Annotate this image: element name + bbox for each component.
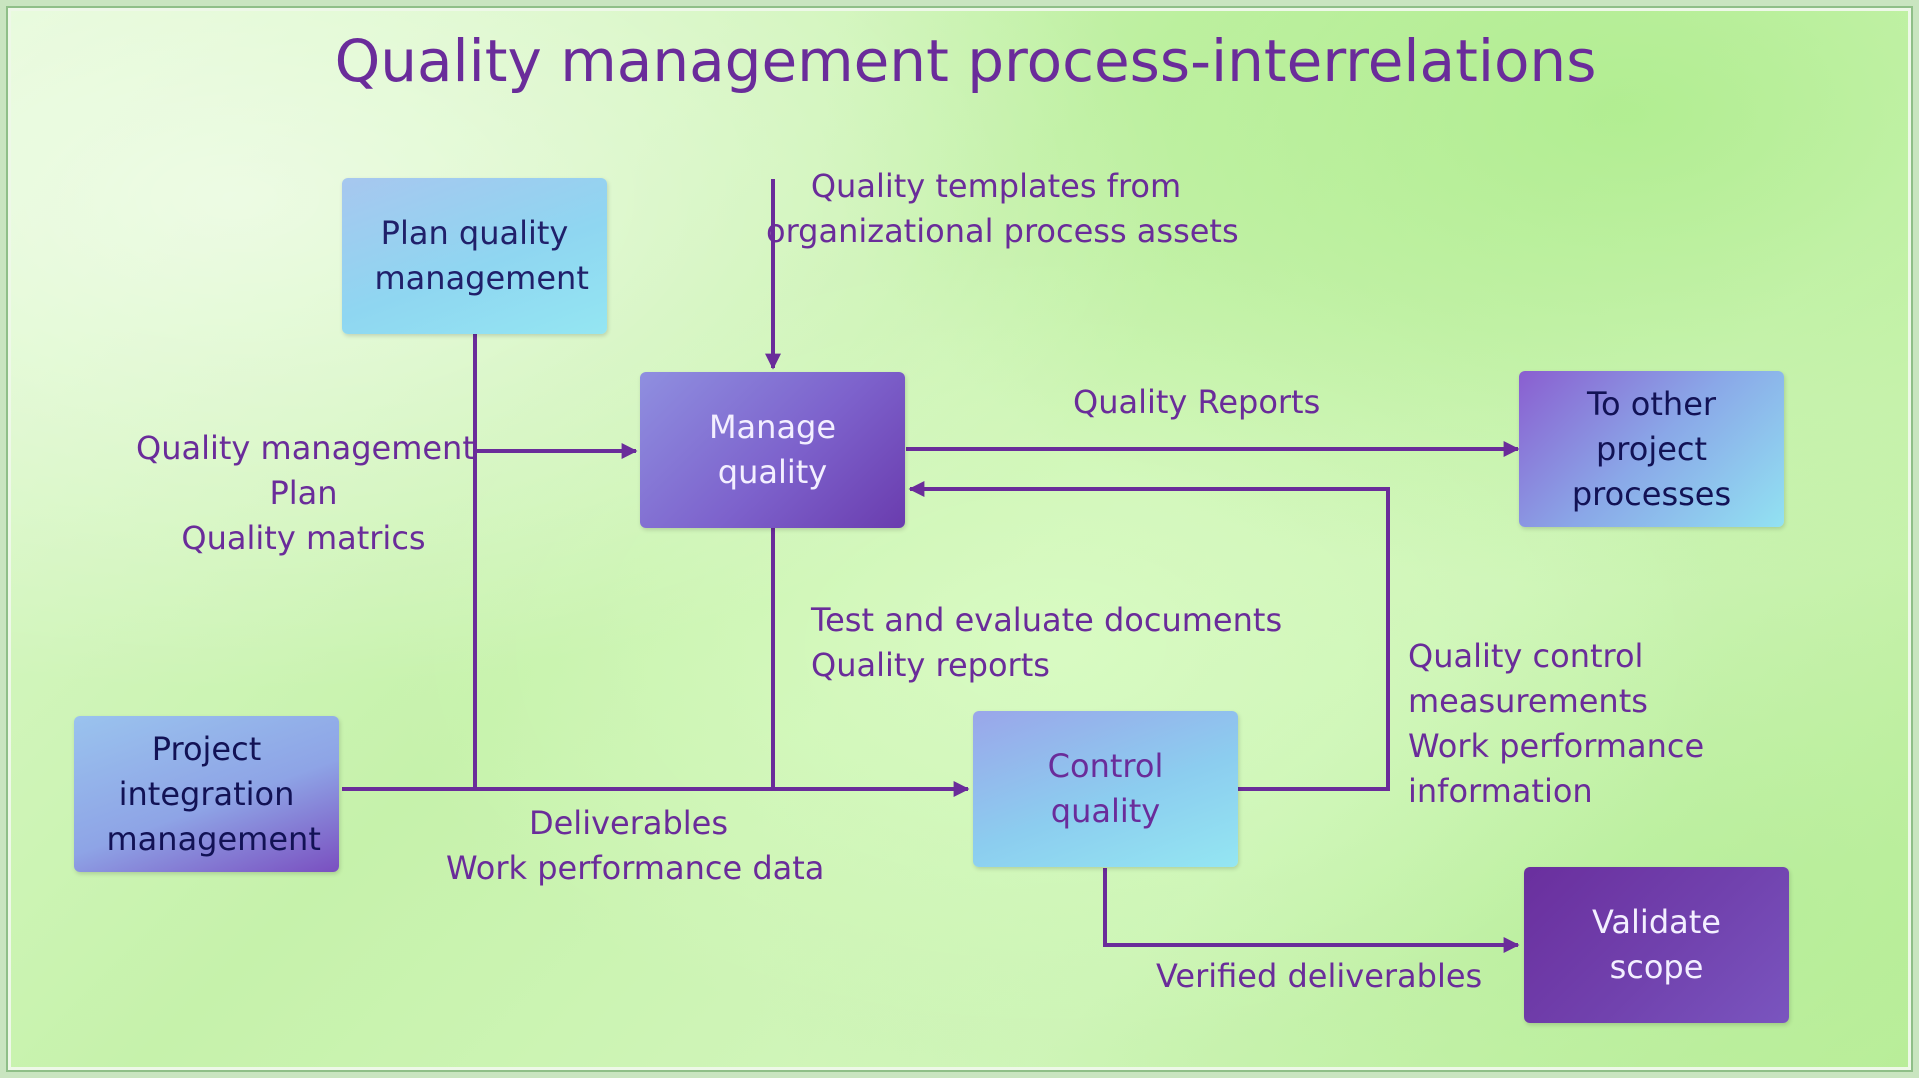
manage-quality-box[interactable]: Manage quality — [640, 372, 905, 528]
other-project-processes-label: To other project processes — [1571, 384, 1732, 513]
validate-scope-label: Validate scope — [1592, 903, 1721, 986]
qm-plan-label: Quality management Plan Quality matrics — [136, 429, 475, 557]
quality-reports-label: Quality Reports — [1073, 383, 1321, 421]
validate-scope-box[interactable]: Validate scope — [1524, 867, 1789, 1023]
qc-measurements-label: Quality control measurements Work perfor… — [1408, 637, 1705, 810]
connector-layer — [342, 179, 1520, 953]
verified-arrow — [1103, 868, 1520, 953]
plan-quality-management-box[interactable]: Plan quality management — [342, 178, 607, 334]
test-documents-label: Test and evaluate documents Quality repo… — [811, 601, 1283, 684]
other-project-processes-box[interactable]: To other project processes — [1519, 371, 1784, 527]
project-integration-management-box[interactable]: Project integration management — [74, 716, 339, 872]
project-integration-management-label: Project integration management — [106, 729, 321, 858]
control-quality-box[interactable]: Control quality — [973, 711, 1238, 867]
verified-deliverables-label: Verified deliverables — [1156, 957, 1483, 995]
plan-quality-management-label: Plan quality management — [374, 214, 589, 297]
diagram-title: Quality management process-interrelation… — [334, 27, 1597, 95]
qc-feedback-arrow — [908, 481, 1390, 791]
templates-label: Quality templates from organizational pr… — [766, 167, 1239, 250]
deliverables-label: Deliverables Work performance data — [446, 804, 825, 887]
control-quality-label: Control quality — [1047, 747, 1164, 830]
manage-quality-label: Manage quality — [708, 408, 837, 491]
